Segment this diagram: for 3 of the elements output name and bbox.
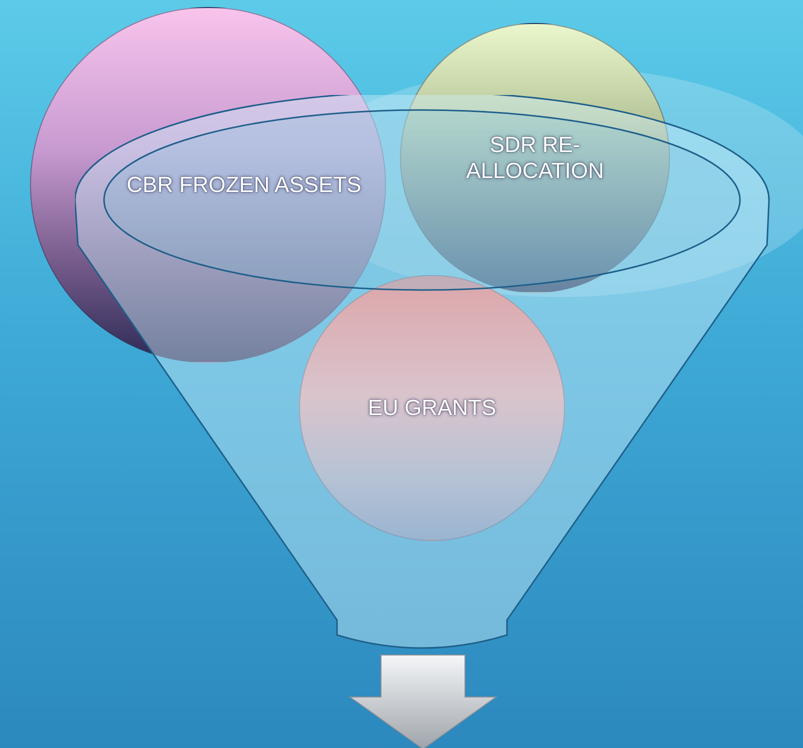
circle-label: CBR FROZEN ASSETS [126,172,362,198]
circle-label: EU GRANTS [368,394,496,422]
circle-label: SDR RE-ALLOCATION [465,132,605,184]
